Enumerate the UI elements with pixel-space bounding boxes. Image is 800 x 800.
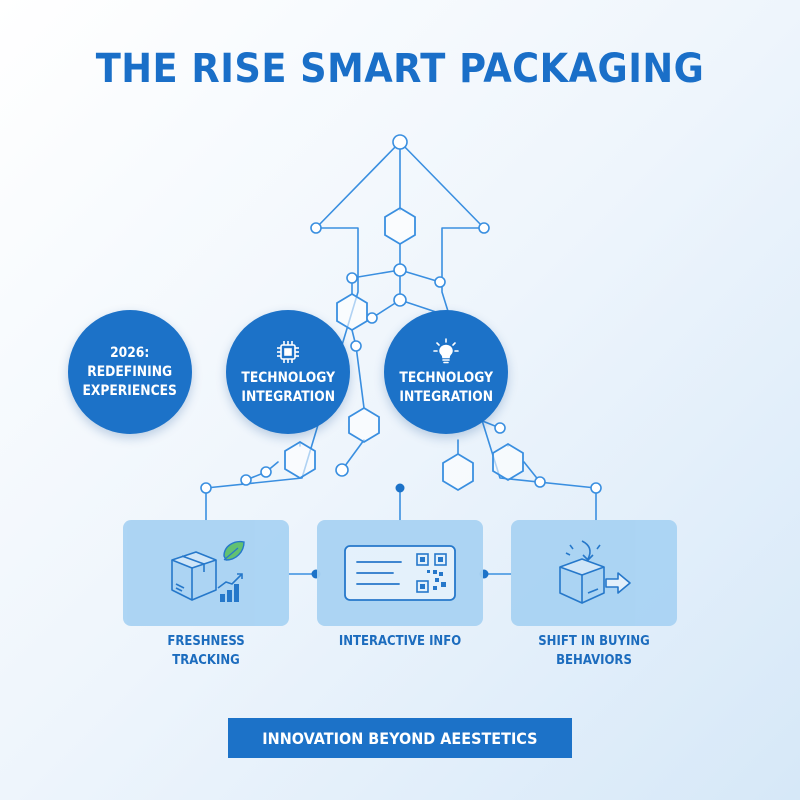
chip-icon	[277, 341, 299, 363]
card-shift-buying-behaviors	[511, 520, 677, 626]
circle-technology-integration-1: TECHNOLOGY INTEGRATION	[226, 310, 350, 434]
circle-redefining-experiences: 2026: REDEFINING EXPERIENCES	[68, 310, 192, 434]
circle-label: TECHNOLOGY INTEGRATION	[241, 370, 335, 405]
card-interactive-info	[317, 520, 483, 626]
lightbulb-icon	[433, 338, 459, 364]
qr-card-icon	[344, 545, 456, 601]
card-label-shift-buying-behaviors: SHIFT IN BUYING BEHAVIORS	[538, 634, 650, 668]
box-arrow-icon	[559, 540, 631, 604]
page-title: THE RISE SMART PACKAGING	[95, 46, 705, 92]
card-label-interactive-info: INTERACTIVE INFO	[338, 634, 462, 649]
banner-text: INNOVATION BEYOND AEESTETICS	[262, 728, 538, 748]
box-leaf-growth-icon	[171, 540, 245, 602]
circle-label: 2026: REDEFINING EXPERIENCES	[82, 344, 178, 399]
card-freshness-tracking	[123, 520, 289, 626]
card-label-freshness-tracking: FRESHNESS TRACKING	[167, 634, 245, 668]
innovation-banner: INNOVATION BEYOND AEESTETICS	[228, 718, 572, 758]
arrow-left-edge	[205, 141, 401, 489]
circle-technology-integration-2: TECHNOLOGY INTEGRATION	[384, 310, 508, 434]
circle-label: TECHNOLOGY INTEGRATION	[399, 370, 493, 405]
arrow-right-edge	[399, 141, 597, 489]
